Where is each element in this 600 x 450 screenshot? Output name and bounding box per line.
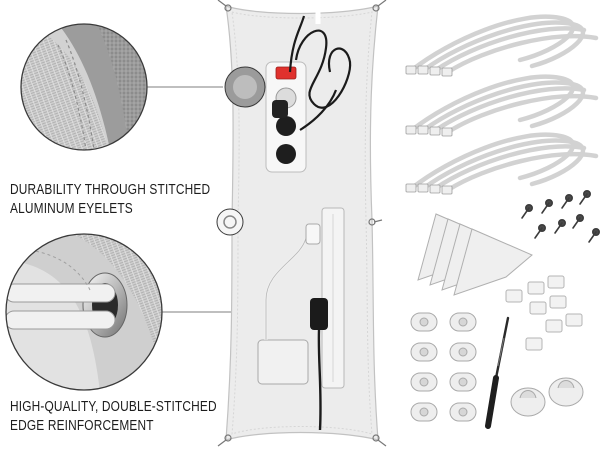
- edge-caption: HIGH-QUALITY, DOUBLE-STITCHED EDGE REINF…: [10, 398, 217, 436]
- cable-channel: [321, 207, 345, 389]
- black-plug-cable: [310, 298, 328, 431]
- drill-bit: [485, 316, 510, 429]
- edge-reinforcement-zoom: [5, 233, 163, 391]
- power-switch: [275, 66, 297, 80]
- cables-top: [288, 15, 352, 131]
- adhesive-mounts: [417, 213, 533, 296]
- cable-tie-heads: [405, 65, 453, 195]
- edge-caption-line1: HIGH-QUALITY, DOUBLE-STITCHED: [10, 399, 217, 415]
- power-strip: [265, 61, 307, 173]
- power-adapter: [257, 223, 321, 385]
- eyelet-caption-line1: DURABILITY THROUGH STITCHED: [10, 182, 211, 198]
- cable-holders: [410, 312, 477, 422]
- eyelet-caption: DURABILITY THROUGH STITCHED ALUMINUM EYE…: [10, 181, 210, 219]
- cable-ties: [409, 14, 599, 193]
- eyelet-detail-zoom: [20, 23, 148, 151]
- round-cable-holders: [510, 377, 584, 417]
- screws: [521, 190, 600, 243]
- eyelet-caption-line2: ALUMINUM EYELETS: [10, 201, 133, 217]
- cable-clips: [505, 275, 583, 351]
- edge-caption-line2: EDGE REINFORCEMENT: [10, 418, 154, 434]
